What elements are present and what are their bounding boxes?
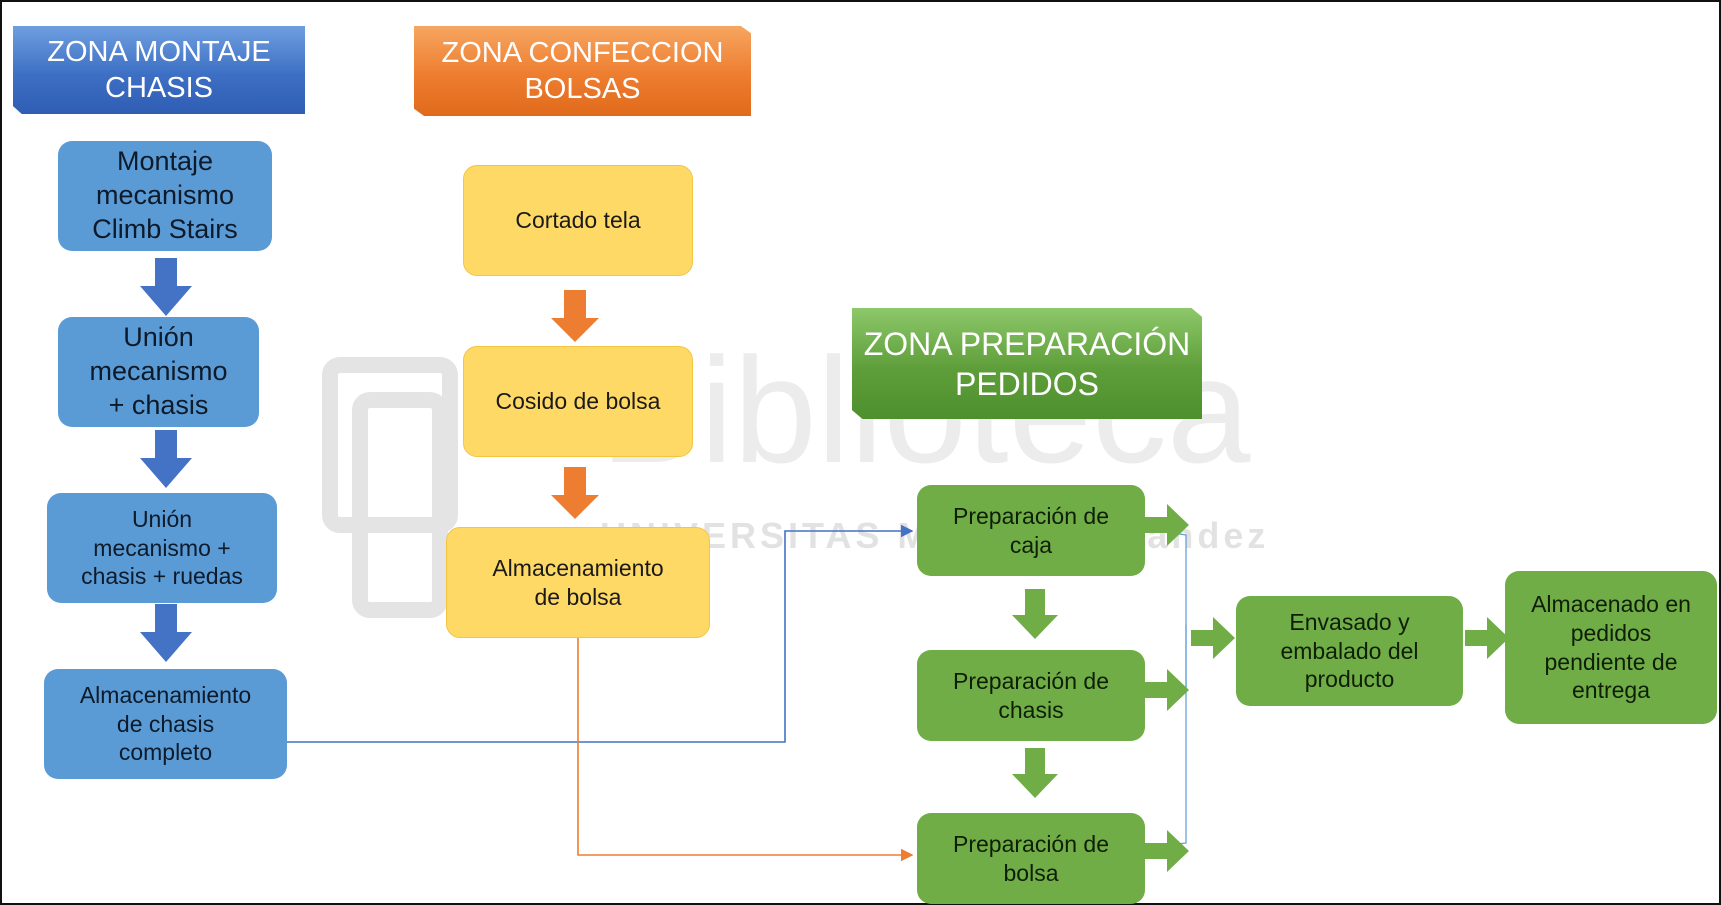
right-arrow-chasis: [1145, 669, 1189, 711]
step-cortado-tela: Cortado tela: [463, 165, 693, 276]
connector-green-merge: [1154, 529, 1187, 625]
step-montaje-mecanismo: Montaje mecanismo Climb Stairs: [58, 141, 272, 251]
right-arrow-envasado: [1191, 617, 1235, 659]
down-arrow-blue-2: [140, 430, 192, 488]
header-zona-confeccion: ZONA CONFECCION BOLSAS: [414, 26, 751, 116]
header-zona-preparacion: ZONA PREPARACIÓN PEDIDOS: [852, 308, 1202, 419]
step-union-mecanismo-chasis: Unión mecanismo + chasis: [58, 317, 259, 427]
step-envasado-embalado: Envasado y embalado del producto: [1236, 596, 1463, 706]
connector-chasis-to-caja: [264, 524, 914, 743]
step-almacenamiento-chasis: Almacenamiento de chasis completo: [44, 669, 287, 779]
step-union-mecanismo-chasis-ruedas: Unión mecanismo + chasis + ruedas: [47, 493, 277, 603]
down-arrow-orange-2: [551, 467, 599, 519]
step-preparacion-bolsa: Preparación de bolsa: [917, 813, 1145, 904]
connector-bolsa-to-preparacion: [577, 637, 914, 862]
down-arrow-blue-3: [140, 604, 192, 662]
step-almacenado-pedidos: Almacenado en pedidos pendiente de entre…: [1505, 571, 1717, 724]
step-preparacion-caja: Preparación de caja: [917, 485, 1145, 576]
down-arrow-orange-1: [551, 290, 599, 342]
right-arrow-caja: [1145, 504, 1189, 546]
header-zona-montaje: ZONA MONTAJE CHASIS: [13, 26, 305, 114]
step-preparacion-chasis: Preparación de chasis: [917, 650, 1145, 741]
down-arrow-green-2: [1012, 748, 1058, 798]
step-cosido-bolsa: Cosido de bolsa: [463, 346, 693, 457]
down-arrow-green-1: [1012, 589, 1058, 639]
down-arrow-blue-1: [140, 258, 192, 316]
step-almacenamiento-bolsa: Almacenamiento de bolsa: [446, 527, 710, 638]
right-arrow-almacenado: [1465, 617, 1509, 659]
right-arrow-bolsa: [1145, 830, 1189, 872]
